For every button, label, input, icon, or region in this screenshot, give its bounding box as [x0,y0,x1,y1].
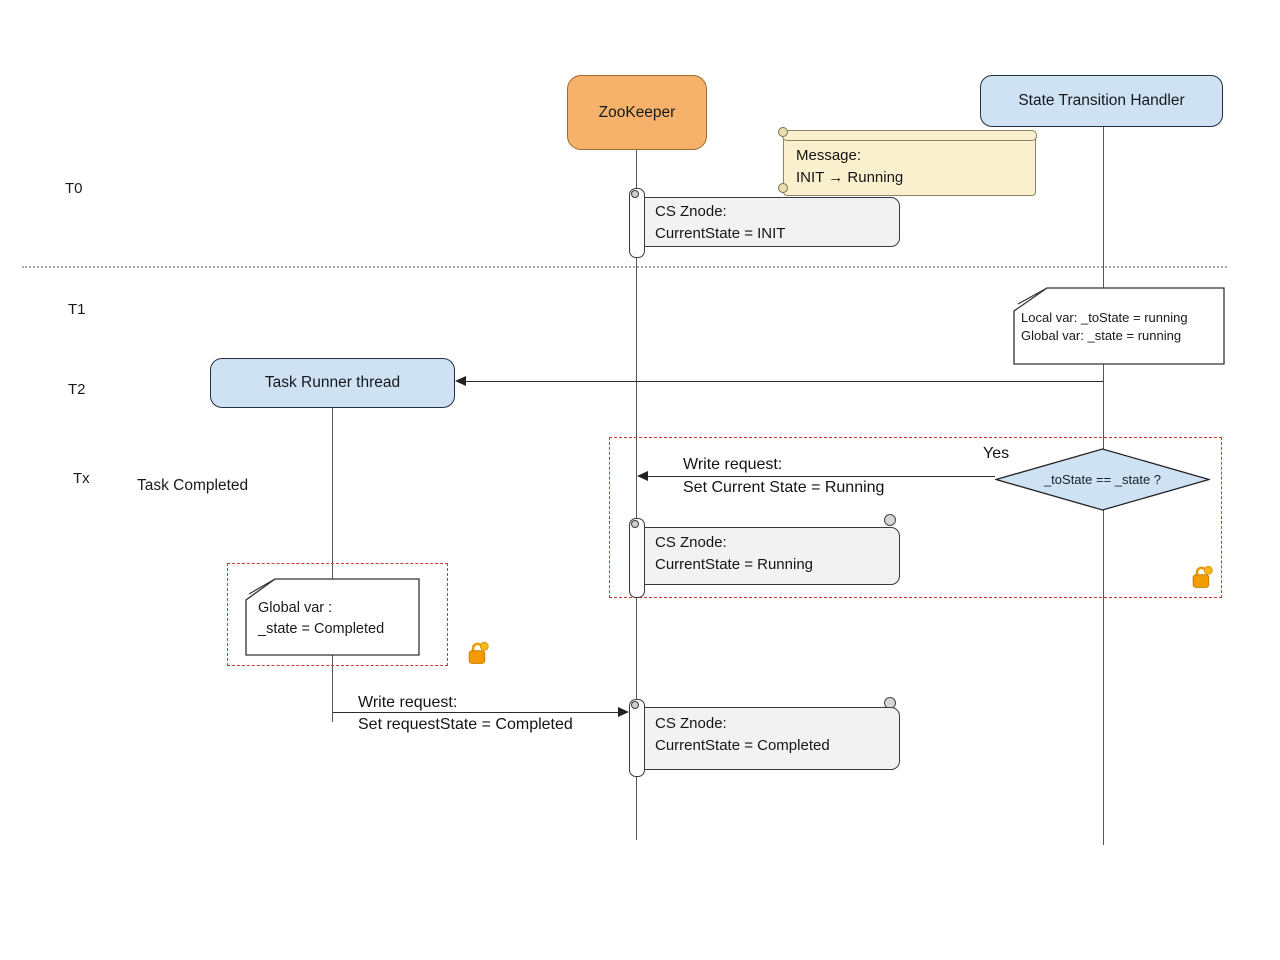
handler-actor-label: State Transition Handler [1018,92,1185,109]
write-completed-label-2: Set requestState = Completed [358,716,573,733]
handler-vars-text: Local var: _toState = running Global var… [1021,310,1188,343]
write-running-arrow [645,476,995,477]
global-var-text: Global var : _state = Completed [258,600,385,637]
scroll-curl-icon [778,183,788,193]
arrowhead-right-icon [618,707,629,717]
scroll-curl-icon [778,127,788,137]
message-note: Message: INIT → Running [778,127,1037,196]
task-runner-actor-label: Task Runner thread [264,374,401,391]
znode-running-note [638,527,900,585]
timeline-label-t2: T2 [68,381,86,398]
arrowhead-left-icon [455,376,466,386]
arrowhead-left-icon [637,471,648,481]
scroll-curl-icon [631,190,639,198]
decision-diamond [995,448,1210,511]
znode-running-scrollbar [629,518,645,598]
handler-actor-box: State Transition Handler [980,75,1223,127]
znode-completed-note [638,707,900,770]
handler-vars-note [1013,287,1225,365]
task-runner-actor-box: Task Runner thread [210,358,455,408]
scroll-curl-icon [884,514,896,526]
scroll-curl-icon [631,701,639,709]
znode-init-note [638,197,900,247]
znode-init-scrollbar [629,188,645,258]
zookeeper-lifeline [636,150,637,840]
timeline-label-t0: T0 [65,180,83,197]
znode-completed-scrollbar [629,699,645,777]
timeline-label-tx: Tx [73,470,90,487]
critical-section-completed [227,563,448,666]
scroll-roll-edge [782,130,1037,141]
decision-yes-label: Yes [983,445,1010,462]
znode-init-text: CS Znode: CurrentState = INIT [655,203,786,242]
scroll-curl-icon [631,520,639,528]
znode-completed-text: CS Znode: CurrentState = Completed [655,715,830,754]
decision-condition-text: _toState == _state ? [1043,472,1162,487]
time-separator-line [22,266,1227,268]
task-completed-label: Task Completed [137,477,249,494]
write-running-label-1: Write request: [683,456,783,473]
lock-icon [1192,565,1213,588]
critical-section-running [609,437,1222,598]
lock-icon [468,641,489,664]
message-note-text: Message: INIT → Running [796,147,904,186]
zookeeper-actor-box: ZooKeeper [567,75,707,150]
write-completed-arrow [333,712,620,713]
global-var-note [245,578,420,656]
spawn-task-runner-arrow [462,381,1103,382]
write-running-label-2: Set Current State = Running [683,479,885,496]
task-runner-lifeline [332,408,333,722]
znode-running-text: CS Znode: CurrentState = Running [655,534,814,573]
write-completed-label-1: Write request: [358,694,458,711]
zookeeper-actor-label: ZooKeeper [598,103,676,121]
timeline-label-t1: T1 [68,301,86,318]
